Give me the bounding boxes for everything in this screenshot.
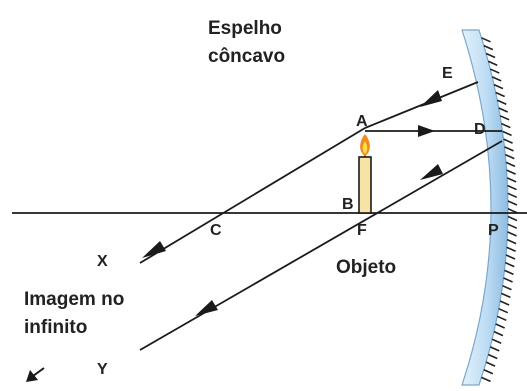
arrowhead-Y: [195, 300, 218, 316]
hatch-mark: [504, 261, 515, 268]
hatch-mark: [496, 99, 507, 105]
hatch-mark: [506, 177, 517, 183]
hatch-mark: [485, 52, 496, 59]
hatch-mark: [481, 376, 491, 383]
hatch-mark: [504, 146, 514, 152]
mirror-hatching: [481, 37, 518, 383]
ray-through-focus-D-Y: [139, 140, 503, 351]
mirror-title-line1: Espelho: [208, 18, 282, 39]
hatch-mark: [506, 169, 516, 175]
point-label-X: X: [97, 253, 108, 270]
hatch-mark: [487, 353, 498, 360]
point-label-Y: Y: [97, 361, 108, 378]
hatch-mark: [498, 107, 509, 113]
hatch-mark: [489, 68, 500, 74]
hatch-mark: [495, 91, 505, 98]
hatch-mark: [487, 60, 498, 66]
hatch-mark: [483, 369, 494, 375]
hatch-mark: [499, 115, 510, 121]
hatch-mark: [507, 215, 518, 222]
concave-mirror: [461, 29, 518, 386]
hatch-mark: [506, 246, 516, 253]
point-label-A: A: [356, 113, 368, 130]
arrowhead-E-A: [420, 90, 442, 107]
point-label-P: P: [488, 222, 499, 239]
hatch-mark: [506, 238, 517, 245]
ray-through-center-segment-E-A: [364, 81, 479, 129]
point-label-B: B: [342, 196, 354, 213]
point-label-C: C: [210, 222, 222, 239]
hatch-mark: [501, 122, 511, 129]
hatch-mark: [481, 37, 491, 43]
hatch-mark: [493, 330, 504, 337]
hatch-mark: [495, 323, 505, 329]
hatch-mark: [489, 346, 500, 352]
mirror-glass: [461, 29, 509, 386]
hatch-mark: [502, 130, 512, 137]
point-label-E: E: [442, 65, 453, 82]
hatch-mark: [499, 300, 510, 306]
point-label-F: F: [357, 222, 367, 239]
object-label: Objeto: [336, 257, 396, 278]
hatch-mark: [491, 76, 502, 82]
hatch-mark: [504, 269, 514, 276]
hatch-mark: [498, 307, 509, 314]
hatch-mark: [501, 292, 511, 299]
mirror-title-line2: côncavo: [208, 46, 285, 67]
hatch-mark: [507, 208, 518, 214]
hatch-mark: [502, 284, 512, 291]
image-label-line2: infinito: [24, 317, 87, 338]
point-label-D: D: [474, 121, 486, 138]
hatch-mark: [505, 254, 516, 260]
candle-object: [358, 134, 372, 214]
candle-body: [358, 156, 372, 214]
hatch-mark: [485, 361, 496, 367]
arrowhead-A-D: [418, 125, 435, 137]
ray-through-center-segment-A-X: [139, 127, 366, 264]
image-direction-arrow: [26, 367, 45, 382]
hatch-mark: [491, 338, 502, 344]
hatch-mark: [503, 277, 513, 283]
hatch-mark: [496, 315, 507, 322]
hatch-mark: [507, 231, 517, 237]
arrowhead-X: [142, 241, 166, 258]
hatch-mark: [505, 161, 516, 168]
hatch-mark: [507, 200, 518, 206]
hatch-mark: [504, 153, 515, 160]
hatch-mark: [493, 83, 504, 90]
image-label-line1: Imagem no: [24, 289, 124, 310]
hatch-mark: [503, 138, 513, 144]
flame-inner: [362, 141, 368, 154]
hatch-mark: [483, 44, 494, 51]
arrowhead-D-F: [420, 164, 443, 180]
hatch-mark: [507, 192, 518, 199]
hatch-mark: [507, 184, 517, 191]
ray-arrowheads: [142, 90, 443, 316]
hatch-mark: [507, 223, 518, 229]
